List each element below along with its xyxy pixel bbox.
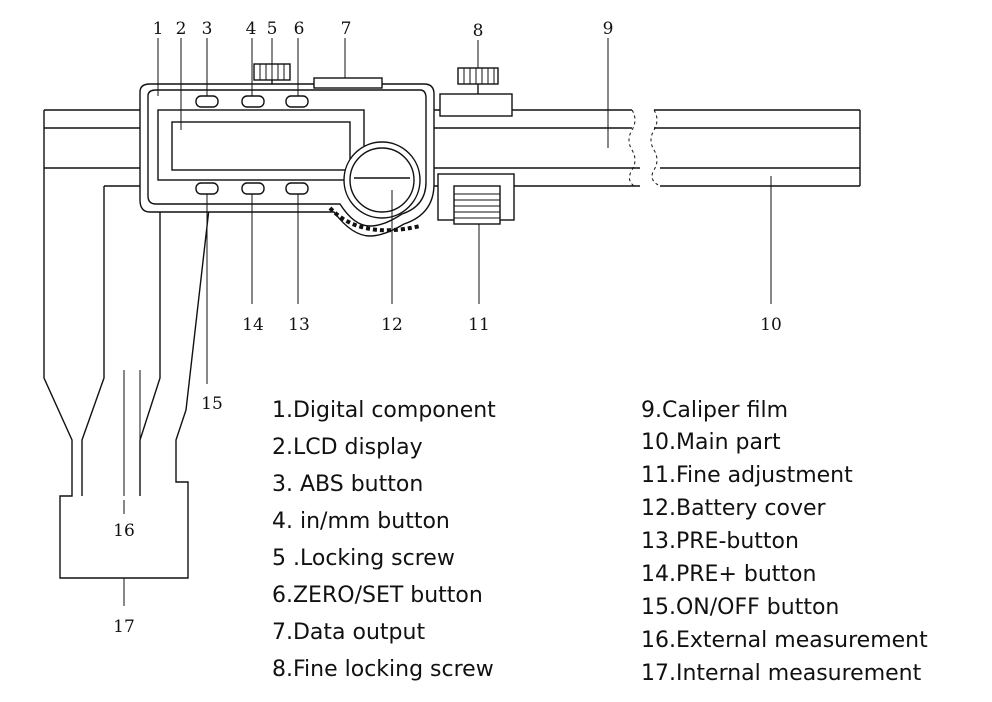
legend-left: 1.Digital component 2.LCD display 3. ABS…	[272, 398, 496, 682]
legend-right: 9.Caliper film 10.Main part 11.Fine adju…	[641, 398, 928, 686]
fine-adjustment-block	[437, 67, 515, 225]
legend-item-7: 7.Data output	[272, 620, 425, 645]
callout-6: 6	[294, 19, 305, 39]
legend-item-5: 5 .Locking screw	[272, 546, 455, 571]
callout-4: 4	[246, 19, 257, 39]
leader-lines	[123, 38, 772, 606]
callout-numbers: 1 2 3 4 5 6 7 8 9 10 11 12 13 14 15 16 1…	[113, 19, 782, 637]
callout-11: 11	[468, 315, 490, 335]
legend-item-6: 6.ZERO/SET button	[272, 583, 483, 608]
callout-14: 14	[242, 315, 264, 335]
legend-item-9: 9.Caliper film	[641, 398, 788, 423]
digital-head	[139, 63, 435, 237]
callout-3: 3	[202, 19, 213, 39]
legend-item-12: 12.Battery cover	[641, 496, 827, 521]
callout-12: 12	[381, 315, 403, 335]
legend-item-4: 4. in/mm button	[272, 509, 450, 534]
legend-item-2: 2.LCD display	[272, 435, 423, 460]
callout-17: 17	[113, 617, 135, 637]
callout-13: 13	[288, 315, 310, 335]
callout-16: 16	[113, 521, 135, 541]
callout-15: 15	[201, 394, 223, 414]
legend-item-15: 15.ON/OFF button	[641, 595, 839, 620]
callout-5: 5	[267, 19, 278, 39]
callout-1: 1	[153, 19, 164, 39]
legend-item-13: 13.PRE-button	[641, 529, 799, 554]
legend-item-3: 3. ABS button	[272, 472, 423, 497]
callout-9: 9	[603, 19, 614, 39]
legend-item-16: 16.External measurement	[641, 628, 928, 653]
legend-item-11: 11.Fine adjustment	[641, 463, 853, 488]
callout-7: 7	[341, 19, 352, 39]
callout-2: 2	[176, 19, 187, 39]
callout-10: 10	[760, 315, 782, 335]
legend-item-10: 10.Main part	[641, 430, 781, 455]
legend-item-17: 17.Internal measurement	[641, 661, 922, 686]
legend-item-1: 1.Digital component	[272, 398, 496, 423]
legend-item-14: 14.PRE+ button	[641, 562, 816, 587]
callout-8: 8	[473, 21, 484, 41]
legend-item-8: 8.Fine locking screw	[272, 657, 494, 682]
